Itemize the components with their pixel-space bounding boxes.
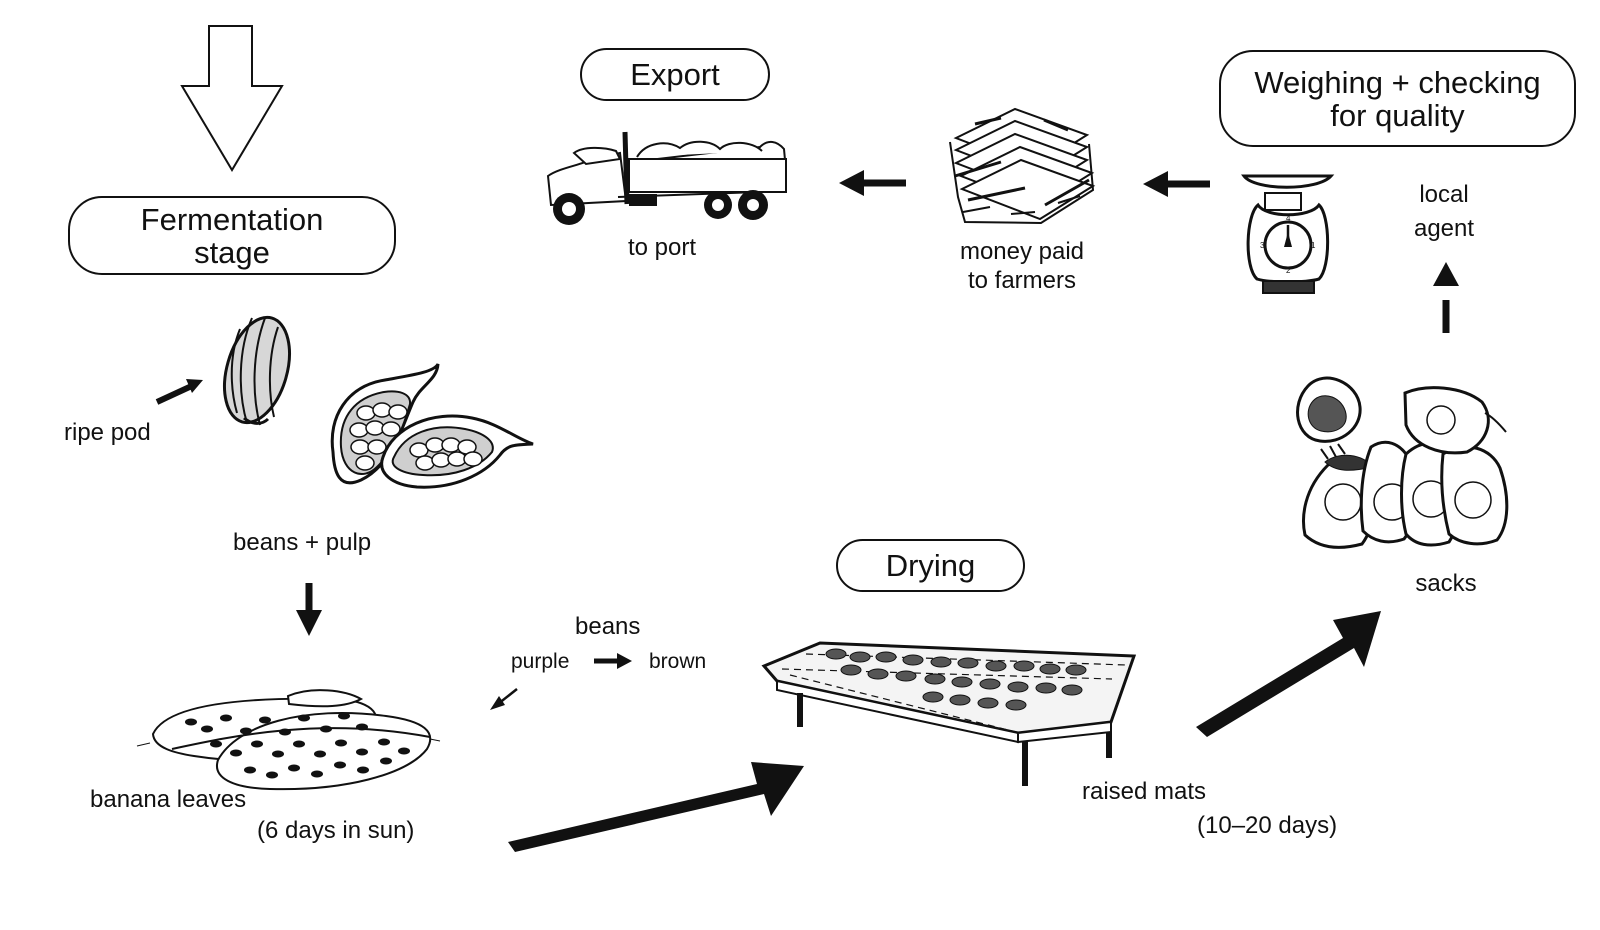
raised-mats-label: raised mats — [1082, 778, 1207, 805]
svg-text:2: 2 — [1286, 266, 1291, 275]
fermentation-stage-title: Fermentation stage — [68, 196, 396, 275]
to-port-label: to port — [628, 234, 697, 261]
purple-label: purple — [511, 650, 570, 673]
truck-icon — [546, 131, 787, 225]
beans-pulp-label: beans + pulp — [233, 529, 372, 556]
sacks-label: sacks — [1415, 570, 1477, 597]
to-sacks-arrow — [1196, 611, 1381, 737]
beans-to-leaves-arrow — [490, 688, 518, 710]
weighing-to-money-arrow — [1143, 171, 1210, 197]
ripe-pod-icon — [223, 315, 291, 426]
banana-leaves-label: banana leaves — [90, 786, 247, 813]
money-stacks-icon — [949, 107, 1096, 225]
brown-label: brown — [649, 650, 707, 673]
weighing-scale-icon: 4 1 2 3 — [1241, 174, 1335, 294]
drying-stage-title: Drying — [836, 539, 1025, 592]
cocoa-sacks-icon — [1296, 376, 1509, 549]
export-stage-title: Export — [580, 48, 770, 101]
ripe-pod-arrow — [155, 379, 203, 405]
local-agent-label: local agent — [1413, 181, 1475, 242]
sacks-up-arrow — [1433, 262, 1459, 333]
beans-pulp-down-arrow — [296, 583, 322, 636]
opened-cocoa-pods-icon — [330, 363, 534, 489]
money-to-truck-arrow — [839, 170, 906, 196]
ripe-pod-label: ripe pod — [64, 419, 151, 446]
weighing-stage-title: Weighing + checking for quality — [1219, 50, 1576, 147]
svg-text:1: 1 — [1311, 241, 1316, 250]
beans-label: beans — [575, 613, 641, 640]
six-days-label: (6 days in sun) — [257, 817, 415, 844]
money-paid-label: money paid to farmers — [959, 238, 1085, 294]
ten-twenty-days-label: (10–20 days) — [1197, 812, 1338, 839]
entry-arrow — [180, 25, 284, 172]
drying-table-icon — [761, 641, 1137, 786]
svg-text:3: 3 — [1260, 241, 1265, 250]
svg-text:4: 4 — [1286, 214, 1291, 223]
purple-to-brown-arrow — [594, 653, 632, 669]
banana-leaves-beans-icon — [136, 689, 441, 791]
to-drying-arrow — [508, 762, 804, 852]
